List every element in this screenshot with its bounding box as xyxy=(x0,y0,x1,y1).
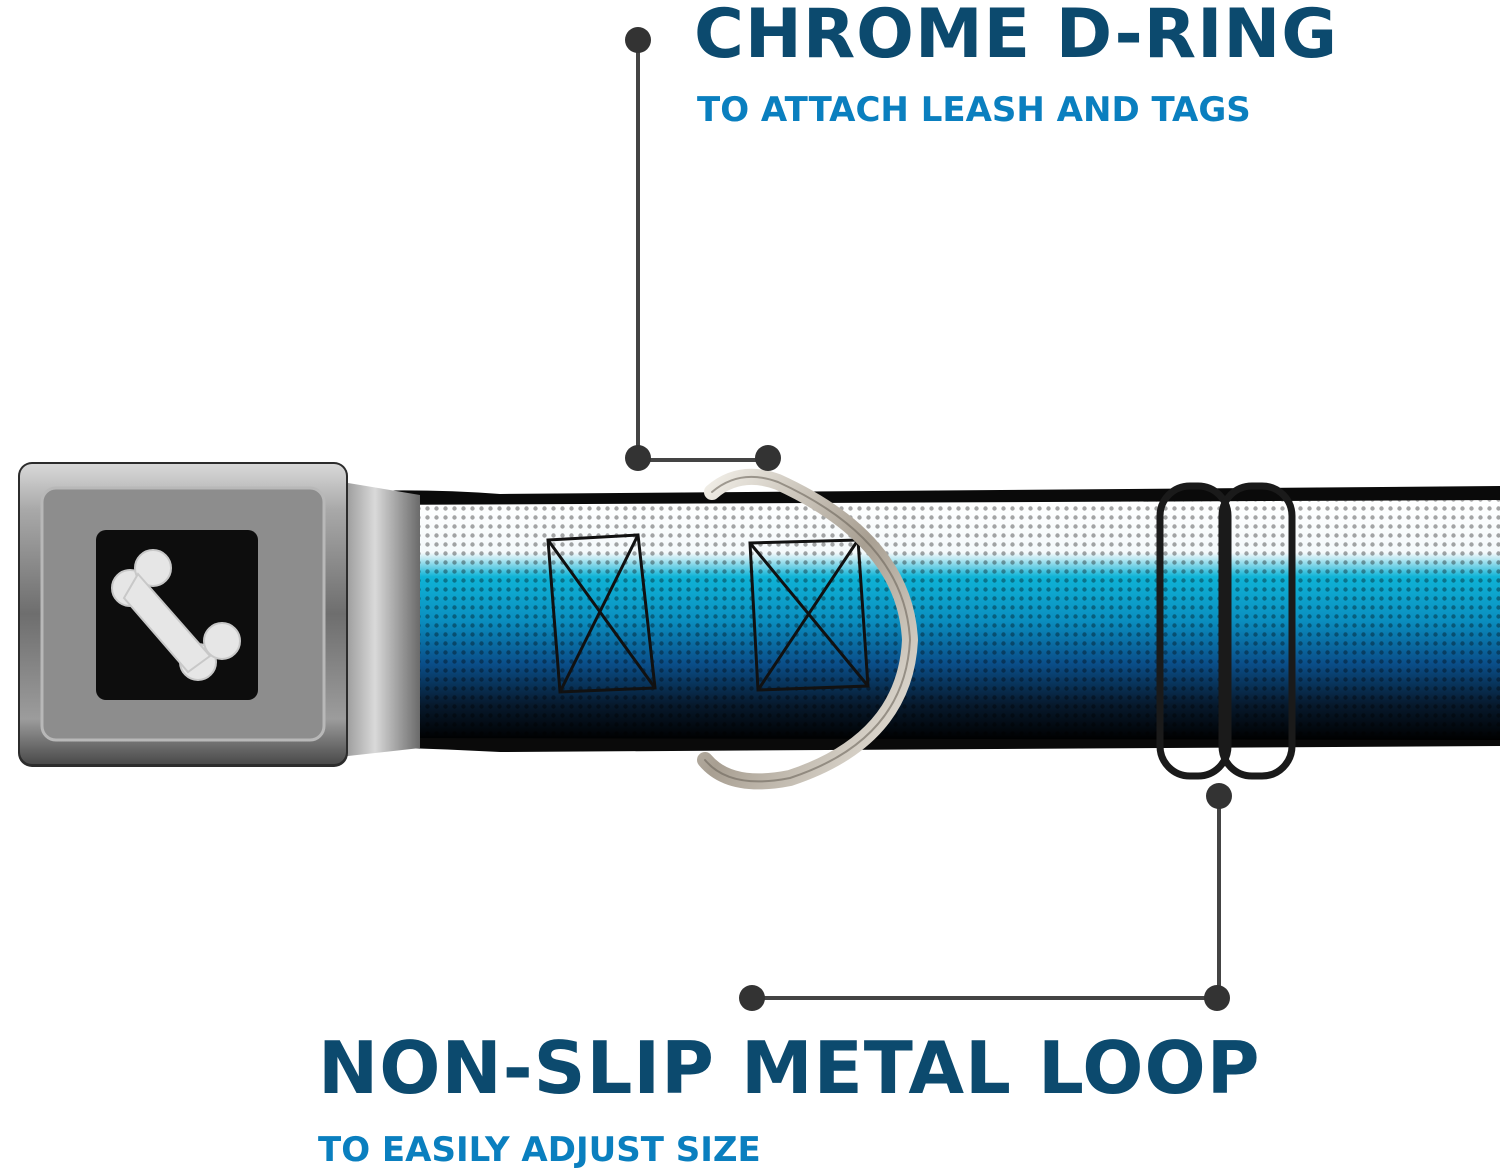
d-ring xyxy=(697,468,919,790)
d-ring-subtitle: TO ATTACH LEASH AND TAGS xyxy=(697,90,1251,130)
stitching xyxy=(546,533,870,694)
bone-icon xyxy=(111,549,241,681)
d-ring-callout-line xyxy=(625,27,781,471)
slide-loop xyxy=(1156,482,1296,780)
metal-loop-callout-line xyxy=(739,783,1232,1011)
buckle xyxy=(18,462,420,767)
d-ring-title: CHROME D-RING xyxy=(694,0,1339,74)
metal-loop-subtitle: TO EASILY ADJUST SIZE xyxy=(318,1130,761,1170)
metal-loop-title: NON-SLIP METAL LOOP xyxy=(318,1026,1261,1110)
collar-webbing xyxy=(340,486,1500,752)
buckle-logo-tile xyxy=(96,530,258,700)
